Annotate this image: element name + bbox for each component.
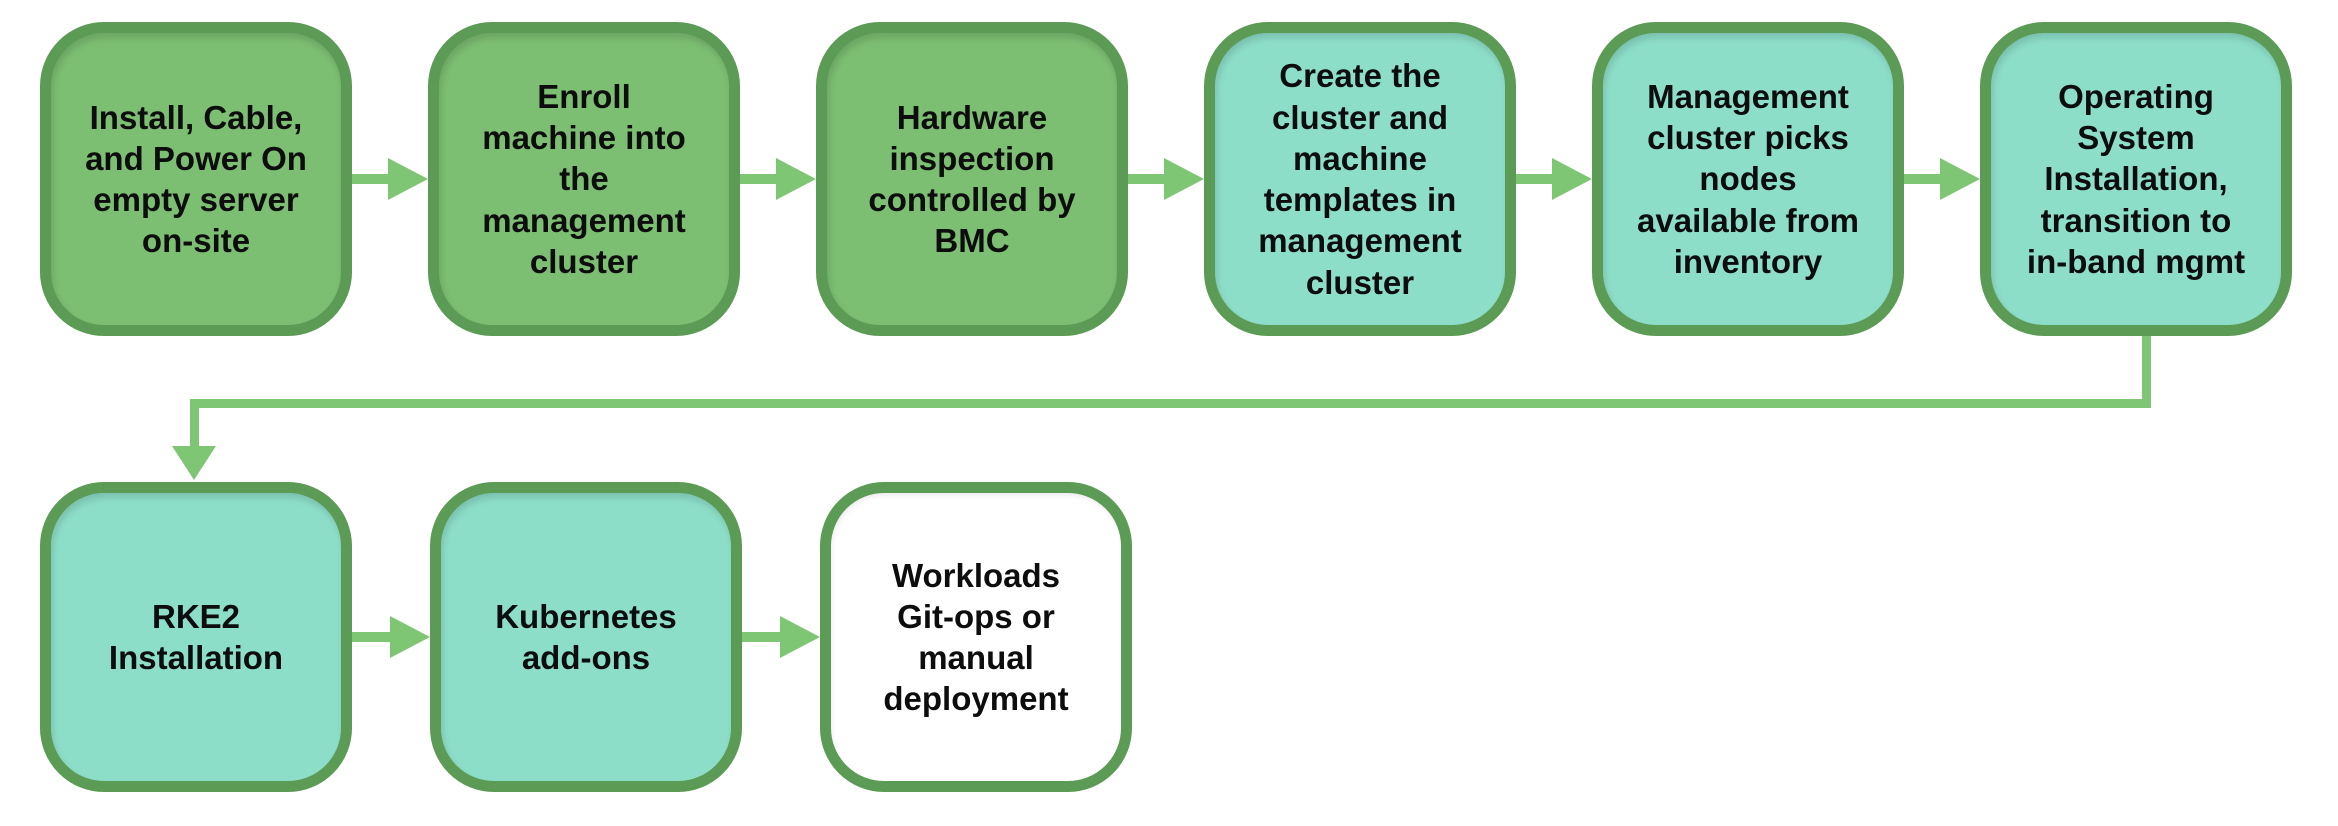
- node-install-cable-power: Install, Cable, and Power On empty serve…: [40, 22, 352, 336]
- node-rke2-installation: RKE2 Installation: [40, 482, 352, 792]
- node-os-installation: Operating System Installation, transitio…: [1980, 22, 2292, 336]
- arrow-enroll-to-hardware-icon: [740, 158, 816, 200]
- node-workloads-deployment: Workloads Git-ops or manual deployment: [820, 482, 1132, 792]
- arrow-hardware-to-create-icon: [1128, 158, 1204, 200]
- connector-arrow-head-icon: [172, 446, 216, 480]
- connector-horizontal: [190, 399, 2151, 408]
- arrow-install-to-enroll-icon: [352, 158, 428, 200]
- node-hardware-inspection: Hardware inspection controlled by BMC: [816, 22, 1128, 336]
- node-create-cluster-templates: Create the cluster and machine templates…: [1204, 22, 1516, 336]
- arrow-create-to-picks-icon: [1516, 158, 1592, 200]
- connector-vertical-from-os: [2142, 336, 2151, 406]
- node-enroll-machine: Enroll machine into the management clust…: [428, 22, 740, 336]
- connector-vertical-to-rke2: [190, 399, 199, 448]
- node-cluster-picks-nodes: Management cluster picks nodes available…: [1592, 22, 1904, 336]
- arrow-rke2-to-addons-icon: [352, 616, 430, 658]
- arrow-addons-to-workloads-icon: [742, 616, 820, 658]
- node-kubernetes-addons: Kubernetes add-ons: [430, 482, 742, 792]
- arrow-picks-to-os-icon: [1904, 158, 1980, 200]
